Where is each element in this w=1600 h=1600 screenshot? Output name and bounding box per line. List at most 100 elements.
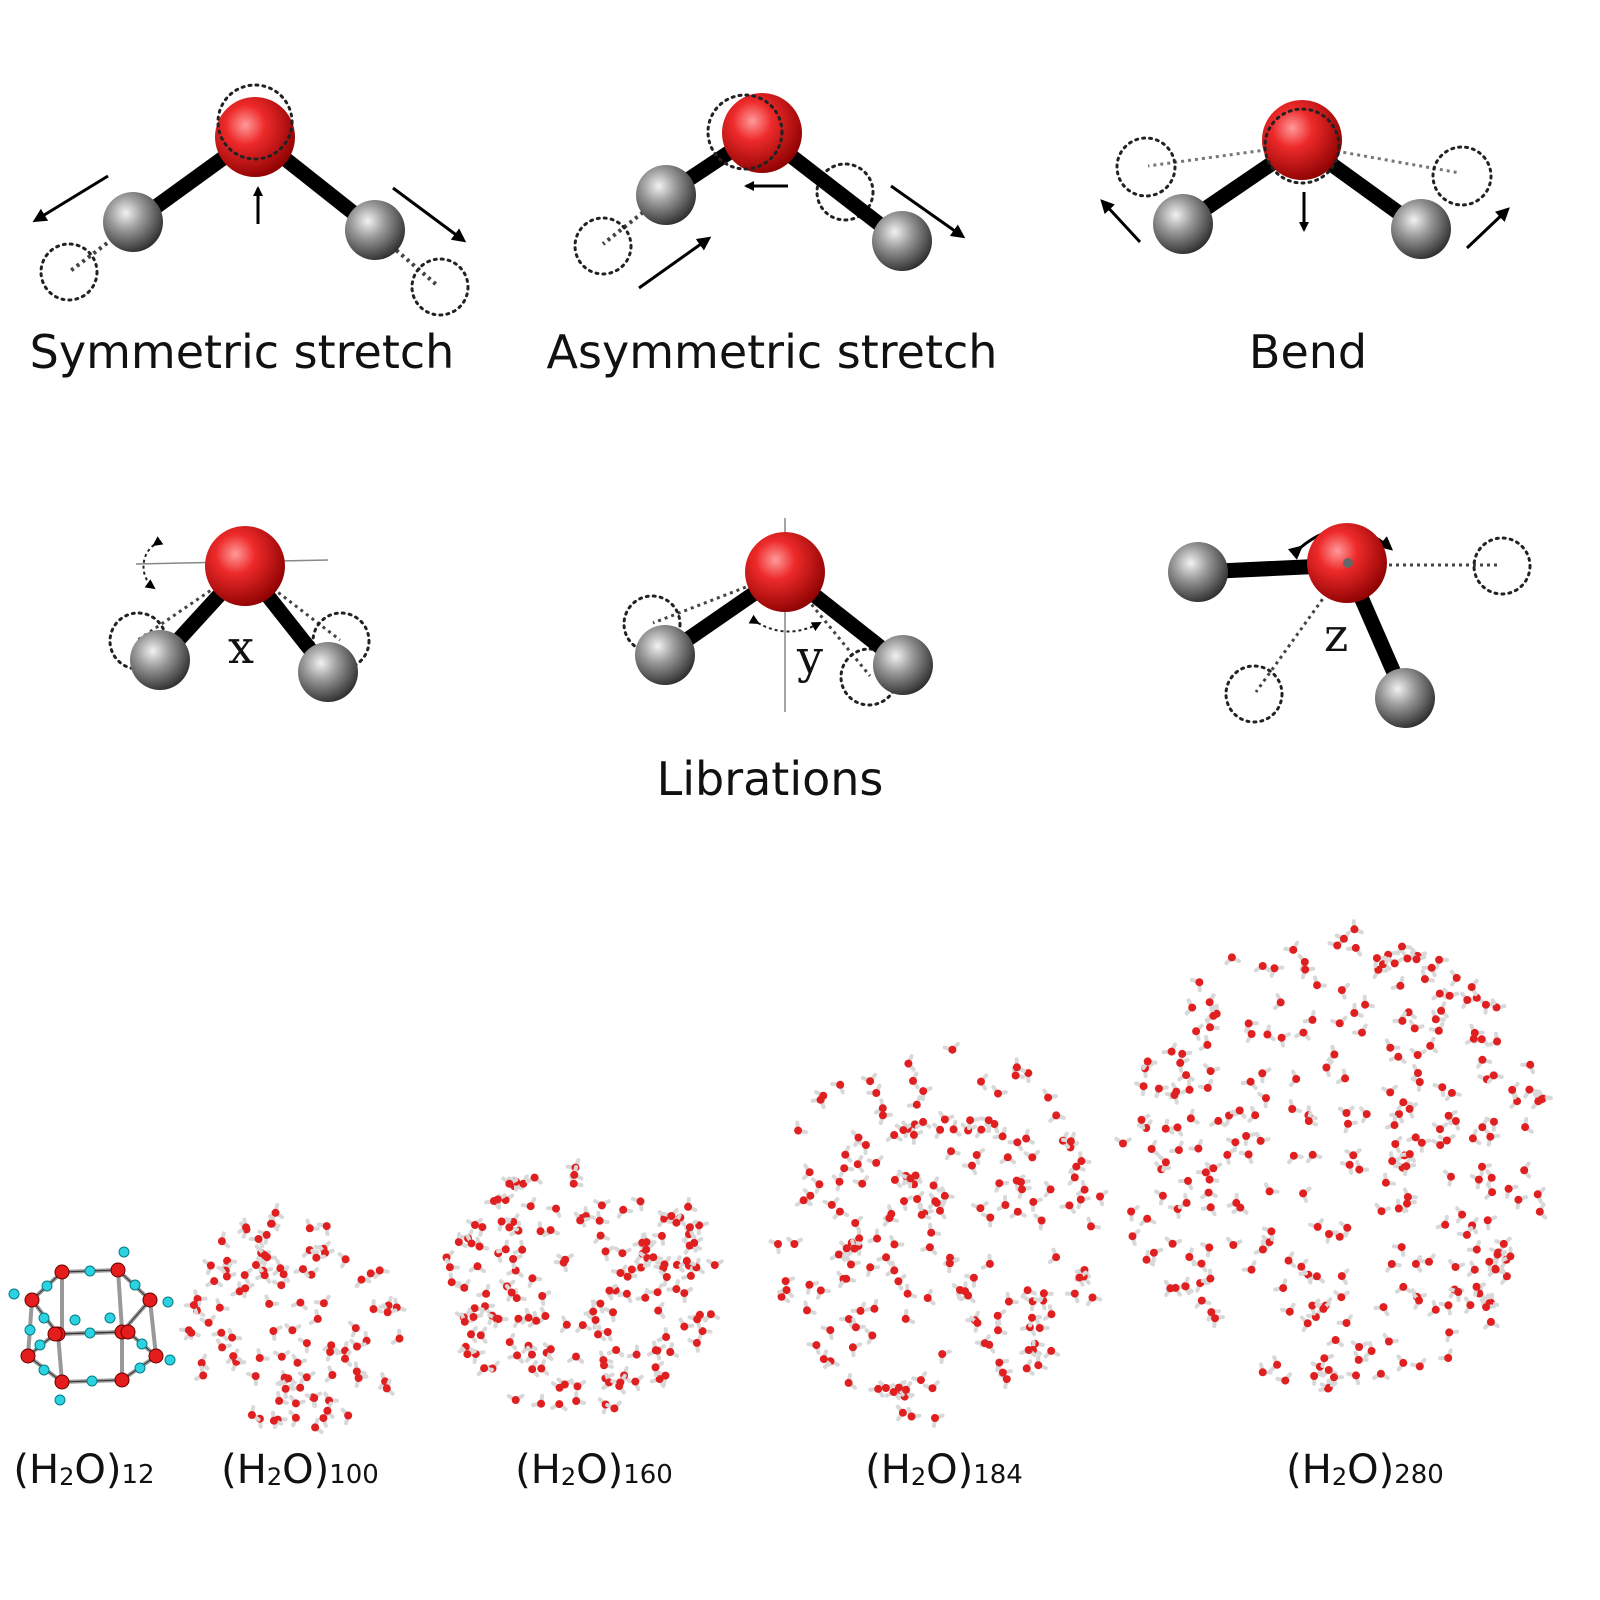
water-molecule <box>293 1265 310 1278</box>
water-molecule <box>1042 1088 1058 1102</box>
asymmetric-arrow-right <box>890 184 966 239</box>
water-molecule <box>844 1373 857 1390</box>
water-molecule <box>1437 1134 1456 1145</box>
water-molecule <box>1147 1139 1160 1157</box>
libration-z-ghost-h-lower <box>1224 664 1284 724</box>
water-molecule <box>913 1191 925 1208</box>
water-molecule <box>802 1163 814 1180</box>
libration-axis-y-label: y <box>797 630 823 684</box>
water-molecule <box>496 1239 510 1254</box>
water-molecule <box>553 1258 568 1273</box>
water-molecule <box>1325 1230 1339 1244</box>
water-molecule <box>902 1381 913 1399</box>
water-molecule <box>262 1253 277 1267</box>
water-molecule <box>661 1208 679 1220</box>
water-molecule <box>845 1255 861 1269</box>
water-molecule <box>1177 1071 1195 1082</box>
water-molecule <box>906 1095 922 1109</box>
cluster-160-close: O) <box>576 1447 624 1493</box>
water-molecule <box>605 1400 622 1413</box>
bend-arrow-right <box>1465 207 1510 250</box>
water-molecule <box>1244 1025 1256 1043</box>
bend-hydrogen-left <box>1153 194 1213 254</box>
water-molecule <box>1033 1213 1046 1231</box>
water-molecule <box>297 1371 316 1382</box>
symmetric-hydrogen-right <box>345 200 405 260</box>
water-molecule <box>1345 943 1363 957</box>
water-molecule <box>811 1177 824 1194</box>
water-molecule <box>1161 1118 1175 1135</box>
water-molecule <box>678 1257 697 1268</box>
bend-arrow-left <box>1100 199 1142 244</box>
water-molecule <box>1086 1293 1103 1307</box>
water-molecule <box>666 1279 681 1294</box>
asymmetric-ghost-h-right <box>815 162 875 222</box>
water-molecule <box>1508 1082 1520 1100</box>
water-molecule <box>340 1407 353 1426</box>
libration-z-axis-dot <box>1343 558 1353 568</box>
water-molecule <box>1396 1354 1408 1372</box>
water-molecule <box>1486 1071 1504 1084</box>
water-molecule <box>977 1073 989 1091</box>
water-molecule <box>314 1294 331 1308</box>
water-molecule <box>1363 1341 1376 1359</box>
water-molecule <box>1343 1119 1358 1134</box>
water-molecule <box>938 1349 952 1365</box>
water-molecule <box>237 1217 250 1234</box>
water-molecule <box>1043 1304 1056 1321</box>
water-molecule <box>324 1365 337 1383</box>
water-molecule <box>373 1266 390 1279</box>
water-molecule <box>1329 1373 1344 1387</box>
water-molecule <box>468 1262 486 1274</box>
water-molecule <box>1200 1188 1218 1200</box>
water-molecule <box>681 1266 695 1280</box>
libration-z-molecule <box>1168 523 1532 728</box>
water-molecule <box>1299 1315 1312 1333</box>
water-molecule <box>325 1347 341 1362</box>
water-molecule <box>1205 1006 1218 1023</box>
water-molecule <box>631 1374 644 1391</box>
water-molecule <box>289 1395 306 1408</box>
water-molecule <box>597 1328 613 1342</box>
water-molecule <box>929 1176 942 1193</box>
water-molecule <box>1305 1150 1323 1164</box>
water-molecule <box>966 1116 980 1131</box>
water-molecule <box>1273 1278 1288 1293</box>
water-molecule <box>1460 991 1472 1009</box>
water-molecule <box>996 1364 1013 1377</box>
symmetric-ghost-h-right <box>410 257 470 317</box>
water-molecule <box>288 1410 300 1428</box>
water-molecule <box>248 1235 265 1249</box>
water-molecule <box>904 1054 916 1072</box>
water-molecule <box>599 1350 614 1365</box>
water-molecule <box>1203 1063 1221 1076</box>
water-molecule <box>1469 1173 1483 1190</box>
water-molecule <box>1253 962 1272 973</box>
water-molecule <box>1445 1328 1460 1343</box>
water-molecule <box>626 1344 641 1359</box>
water-molecule <box>1432 1083 1447 1098</box>
water-molecule <box>864 1299 879 1313</box>
water-molecule <box>1437 1001 1449 1019</box>
water-molecule <box>1280 1302 1296 1316</box>
water-molecule <box>1484 1116 1498 1132</box>
water-molecule <box>684 1196 698 1212</box>
water-molecule <box>311 1417 324 1434</box>
water-molecule <box>832 1207 850 1220</box>
water-molecule <box>546 1204 562 1218</box>
water-molecule <box>806 1341 821 1355</box>
water-molecule <box>851 1215 864 1232</box>
water-molecule <box>1444 1088 1462 1102</box>
water-molecule <box>1466 1260 1479 1277</box>
water-molecule <box>1139 1214 1157 1226</box>
asymmetric-ghost-oxygen <box>706 93 784 171</box>
water-molecule <box>467 1308 484 1321</box>
cluster-280-open: (H <box>1286 1447 1332 1493</box>
cluster-184-count: 184 <box>973 1460 1023 1490</box>
water-molecule <box>509 1254 523 1269</box>
cluster-100-open: (H <box>221 1447 267 1493</box>
water-molecule <box>998 1372 1011 1389</box>
water-molecule <box>1184 998 1197 1016</box>
water-molecule <box>1313 975 1327 990</box>
water-molecule <box>542 1226 560 1238</box>
